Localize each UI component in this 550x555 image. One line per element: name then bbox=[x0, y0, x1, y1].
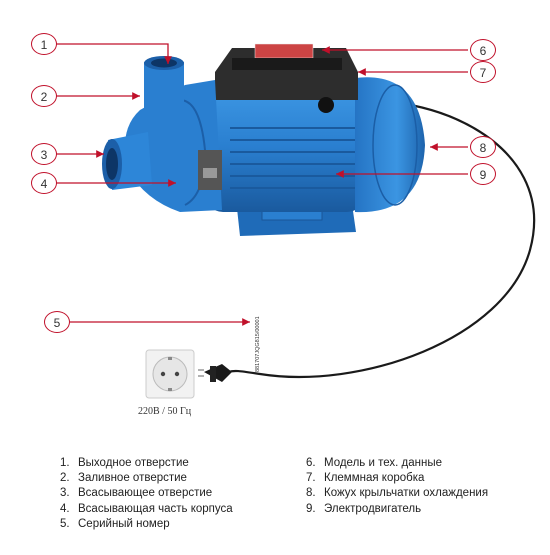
callout-3: 3 bbox=[31, 143, 57, 165]
legend-item: 7.Клеммная коробка bbox=[306, 472, 425, 485]
callout-1: 1 bbox=[31, 33, 57, 55]
callout-7: 7 bbox=[470, 61, 496, 83]
serial-number-label: 881707JQG815/00001 bbox=[255, 316, 261, 372]
legend-item: 1.Выходное отверстие bbox=[60, 457, 189, 469]
callout-5: 5 bbox=[44, 311, 70, 333]
callout-9: 9 bbox=[470, 163, 496, 185]
voltage-label: 220В / 50 Гц bbox=[138, 406, 192, 417]
legend-right: 6.Модель и тех. данные 7.Клеммная коробк… bbox=[306, 456, 488, 517]
cable-gland bbox=[318, 97, 334, 113]
legend-item: 6.Модель и тех. данные bbox=[306, 457, 442, 469]
legend-item: 3.Всасывающее отверстие bbox=[60, 487, 213, 500]
legend-item: 2.Заливное отверстие bbox=[60, 472, 187, 485]
legend-item: 4.Всасывающая часть корпуса bbox=[60, 502, 233, 515]
power-plug bbox=[198, 364, 232, 382]
callout-4: 4 bbox=[31, 172, 57, 194]
motor-body bbox=[205, 80, 365, 212]
legend-left: 1.Выходное отверстие 2.Заливное отверсти… bbox=[60, 456, 233, 532]
leader-1 bbox=[56, 43, 172, 64]
callout-6: 6 bbox=[470, 39, 496, 61]
legend-item: 8.Кожух крыльчатки охлаждения bbox=[306, 487, 489, 500]
callout-2: 2 bbox=[31, 85, 57, 107]
legend-item: 5.Серийный номер bbox=[60, 517, 170, 530]
legend-item: 9.Электродвигатель bbox=[306, 502, 422, 515]
wall-socket bbox=[145, 349, 195, 399]
power-cable bbox=[227, 99, 536, 378]
fan-cover bbox=[355, 77, 425, 213]
callout-8: 8 bbox=[470, 136, 496, 158]
